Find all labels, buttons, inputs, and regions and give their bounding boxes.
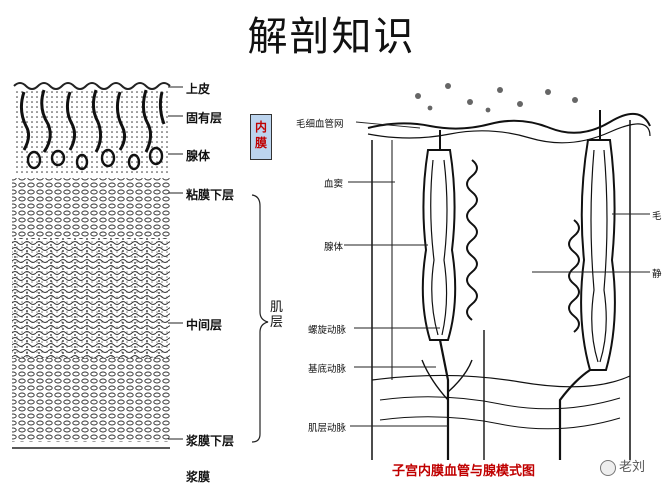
label-capillary-network: 毛细血管网: [296, 119, 344, 130]
watermark-text: 老刘: [619, 460, 646, 475]
label-gland-right: 腺体: [324, 242, 344, 253]
myometrium-label: 肌层: [270, 300, 284, 330]
watermark: 老刘: [600, 456, 645, 476]
endometrium-label-box: 内膜: [250, 114, 272, 160]
label-basal-artery: 基底动脉: [308, 364, 347, 375]
label-spiral-artery: 螺旋动脉: [308, 325, 347, 336]
page-title: 解剖知识: [247, 14, 416, 60]
layer-label-middle: 中间层: [186, 318, 223, 332]
tissue-section-figure: [10, 82, 269, 454]
label-muscle-artery: 肌层动脉: [308, 423, 347, 434]
label-edge-2: 静: [652, 269, 662, 280]
layer-label-epithelium: 上皮: [186, 82, 211, 96]
layer-label-gland: 腺体: [186, 149, 211, 163]
label-sinus: 血窦: [324, 179, 344, 190]
label-edge-1: 毛: [652, 211, 662, 222]
layer-label-lamina-propria: 固有层: [186, 111, 223, 125]
vessel-gland-figure: [344, 83, 651, 460]
figure-caption: 子宫内膜血管与腺模式图: [392, 464, 536, 479]
layer-label-submucosa: 粘膜下层: [186, 188, 235, 202]
wechat-icon: [600, 459, 616, 476]
layer-label-subserosa: 浆膜下层: [186, 434, 235, 448]
layer-label-serosa: 浆膜: [186, 470, 211, 484]
